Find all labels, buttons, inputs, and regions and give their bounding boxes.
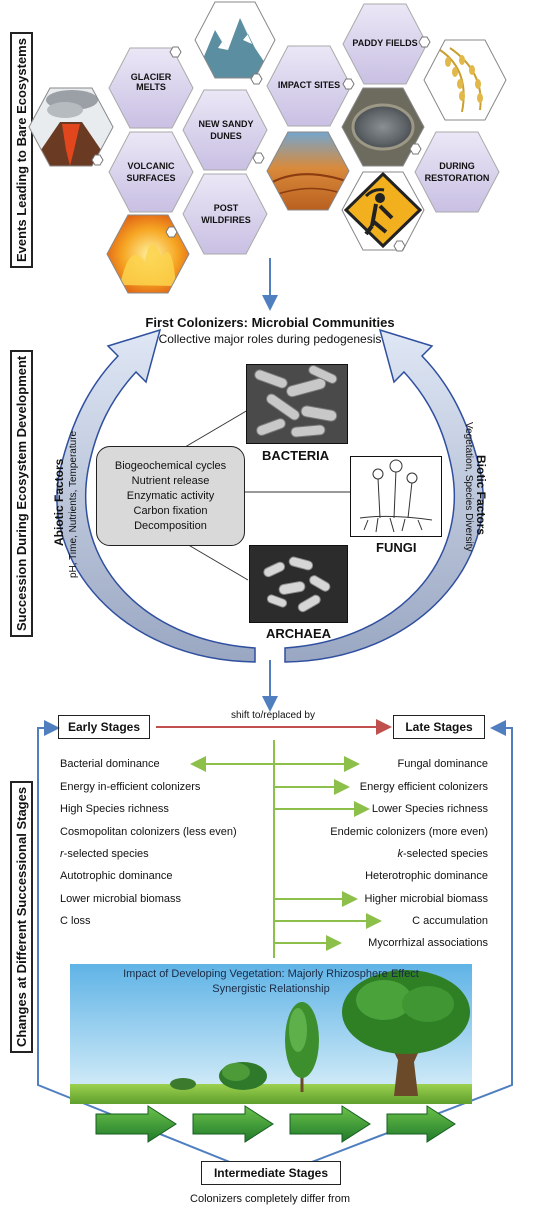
hexagon-wildfires-label: POST WILDFIRES	[201, 203, 251, 225]
desert-image	[267, 132, 349, 210]
archaea-label: ARCHAEA	[266, 626, 331, 641]
hexagon-paddy-label: PADDY FIELDS	[352, 38, 418, 48]
hexagon-volcanic-label: VOLCANIC SURFACES	[126, 161, 176, 183]
succession-arrows	[56, 258, 484, 712]
vegetation-subtitle: Synergistic Relationship	[212, 983, 330, 995]
early-stage-item: Cosmopolitan colonizers (less even)	[60, 826, 237, 838]
early-stage-item: r-selected species	[60, 848, 149, 860]
early-stage-item: Energy in-efficient colonizers	[60, 781, 201, 793]
hexagon-impact-label: IMPACT SITES	[277, 80, 341, 90]
early-stage-item: Lower microbial biomass	[60, 893, 182, 905]
volcano-image	[29, 88, 113, 166]
shift-label: shift to/replaced by	[231, 710, 315, 721]
hexagon-restoration-label: DURING RESTORATION	[424, 161, 490, 183]
early-stage-item: Bacterial dominance	[60, 758, 160, 770]
rice-paddy-image	[424, 40, 506, 120]
role-item: Nutrient release	[131, 474, 210, 487]
early-stages-box: Early Stages	[58, 715, 150, 739]
colonizers-subtitle: Collective major roles during pedogenesi…	[158, 332, 382, 346]
hexagon-glacier-label: GLACIER MELTS	[130, 72, 172, 92]
stage-comparison-graphics	[37, 719, 513, 1176]
late-stage-item: Higher microbial biomass	[364, 893, 489, 905]
late-stage-item: Mycorrhizal associations	[368, 937, 488, 949]
roles-connectors	[179, 409, 350, 581]
role-item: Decomposition	[134, 519, 207, 532]
intermediate-stages-box: Intermediate Stages	[201, 1161, 341, 1185]
archaea-micrograph	[249, 545, 348, 623]
microbial-roles-box: Biogeochemical cycles Nutrient release E…	[96, 446, 245, 546]
late-stage-item: k-selected species	[397, 848, 489, 860]
late-stage-item: Heterotrophic dominance	[365, 870, 488, 882]
vegetation-title: Impact of Developing Vegetation: Majorly…	[123, 968, 419, 980]
late-stages-box: Late Stages	[393, 715, 485, 739]
hexagon-collage	[28, 1, 507, 294]
mountain-image	[195, 2, 275, 78]
bacteria-label: BACTERIA	[262, 448, 330, 463]
early-stage-item: C loss	[60, 915, 91, 927]
hexagon-dunes-label: NEW SANDY DUNES	[198, 119, 254, 141]
late-stage-item: Fungal dominance	[397, 758, 488, 770]
intermediate-note: Colonizers completely differ from	[190, 1193, 350, 1205]
role-item: Biogeochemical cycles	[114, 459, 227, 472]
early-stage-item: Autotrophic dominance	[60, 870, 173, 882]
role-item: Enzymatic activity	[126, 489, 215, 502]
colonizers-title: First Colonizers: Microbial Communities	[145, 315, 395, 330]
late-stage-item: C accumulation	[412, 915, 488, 927]
fungi-label: FUNGI	[376, 540, 417, 555]
fungi-drawing	[350, 456, 442, 537]
late-stage-item: Endemic colonizers (more even)	[330, 826, 488, 838]
role-item: Carbon fixation	[133, 504, 208, 517]
bacteria-micrograph	[246, 364, 348, 444]
late-stage-item: Energy efficient colonizers	[359, 781, 488, 793]
crater-image	[342, 88, 424, 166]
late-stage-item: Lower Species richness	[371, 803, 488, 815]
early-stage-item: High Species richness	[60, 803, 169, 815]
